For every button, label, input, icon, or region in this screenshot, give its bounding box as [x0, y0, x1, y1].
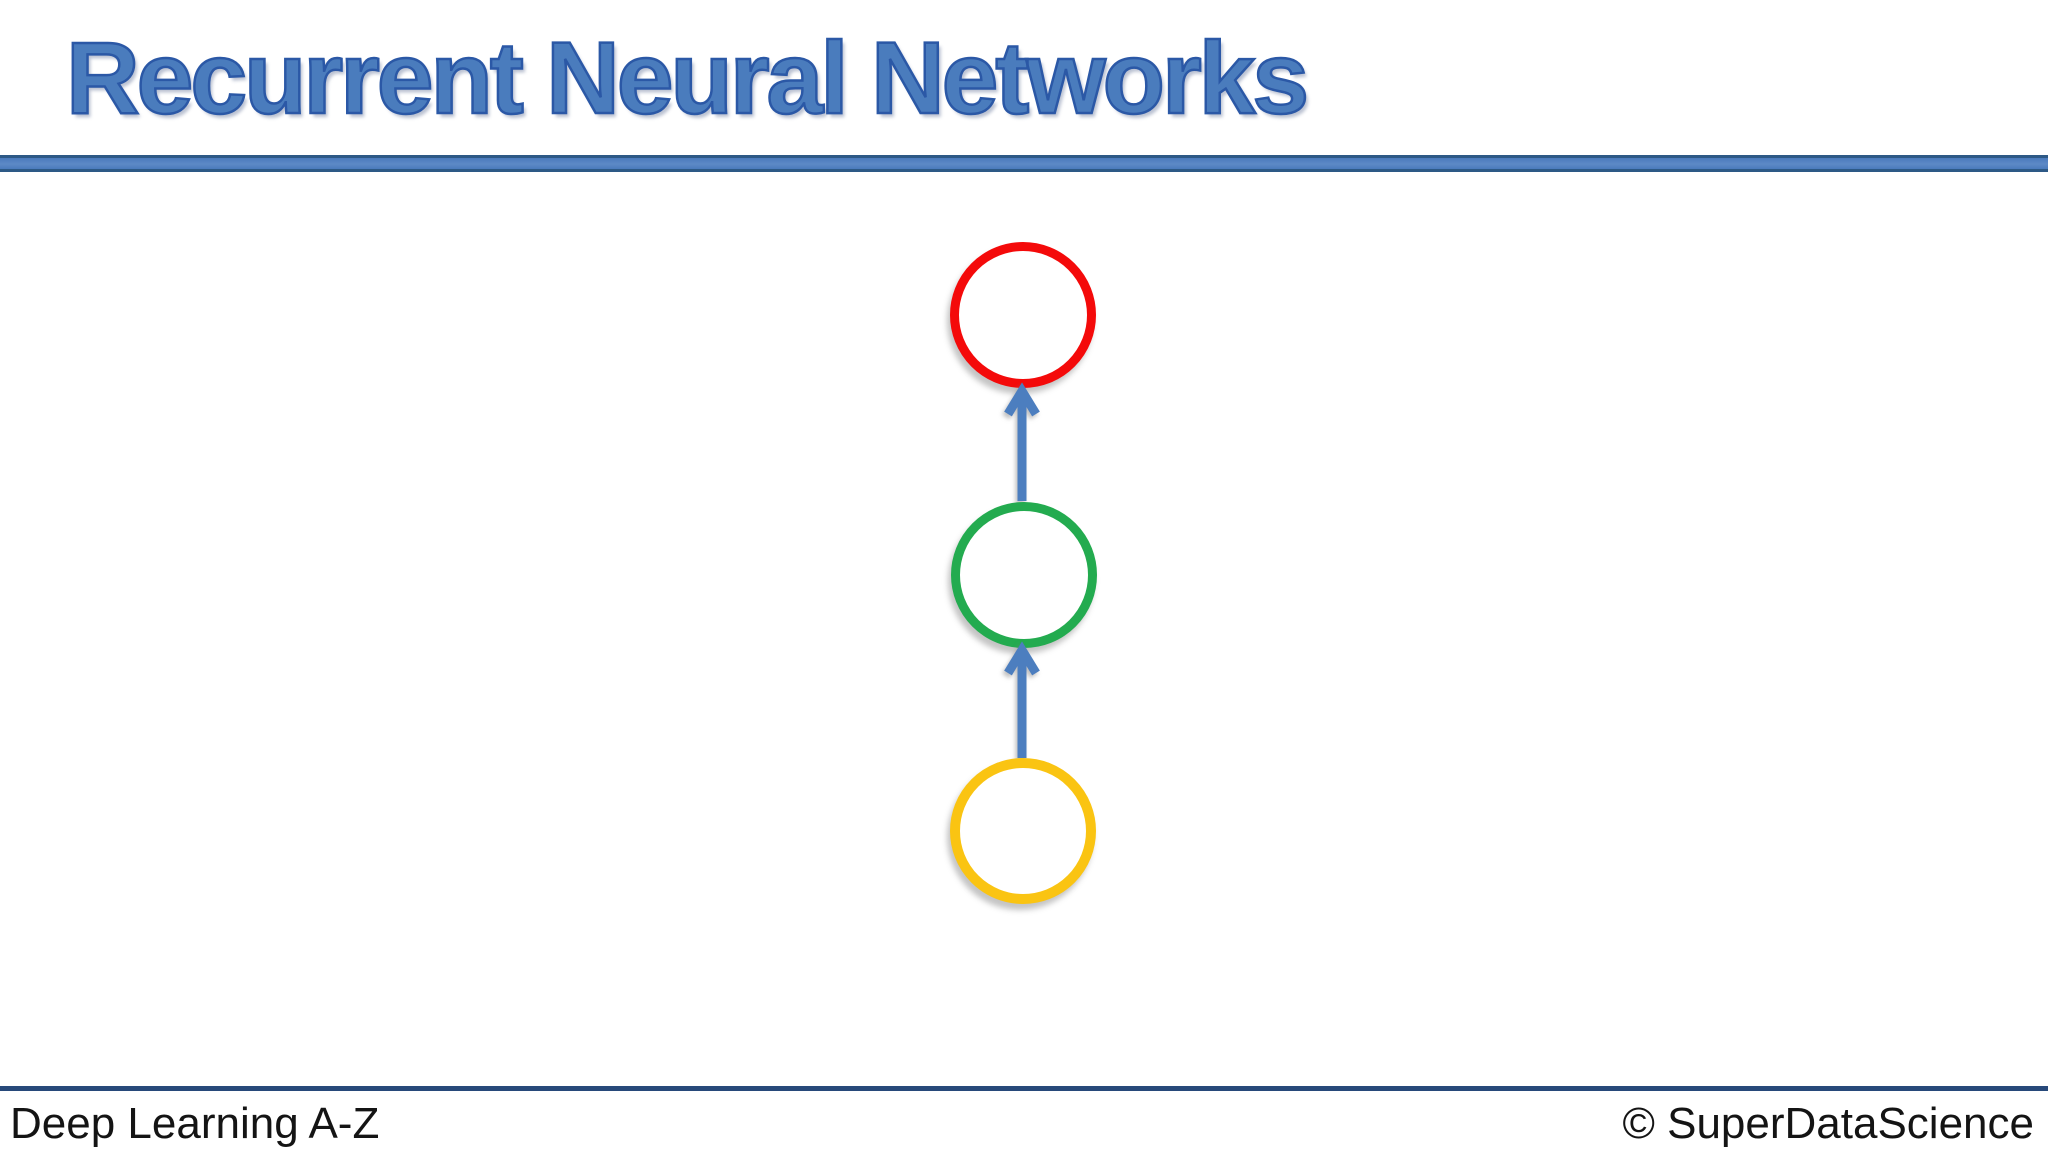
arrow-head-icon: [1004, 382, 1040, 417]
node-top-red-circle: [950, 242, 1096, 388]
arrow-middle-to-top: [1004, 382, 1040, 501]
footer-course-label: Deep Learning A-Z: [10, 1099, 380, 1148]
title-divider: [0, 155, 2048, 172]
footer-copyright: © SuperDataScience: [1622, 1099, 2034, 1148]
arrow-bottom-to-middle: [1004, 641, 1040, 758]
footer-divider: [0, 1086, 2048, 1091]
slide-title: Recurrent Neural Networks: [65, 21, 1311, 136]
node-bottom-yellow-circle: [950, 758, 1096, 904]
arrow-head-icon: [1004, 641, 1040, 676]
node-middle-green-circle: [951, 502, 1097, 648]
